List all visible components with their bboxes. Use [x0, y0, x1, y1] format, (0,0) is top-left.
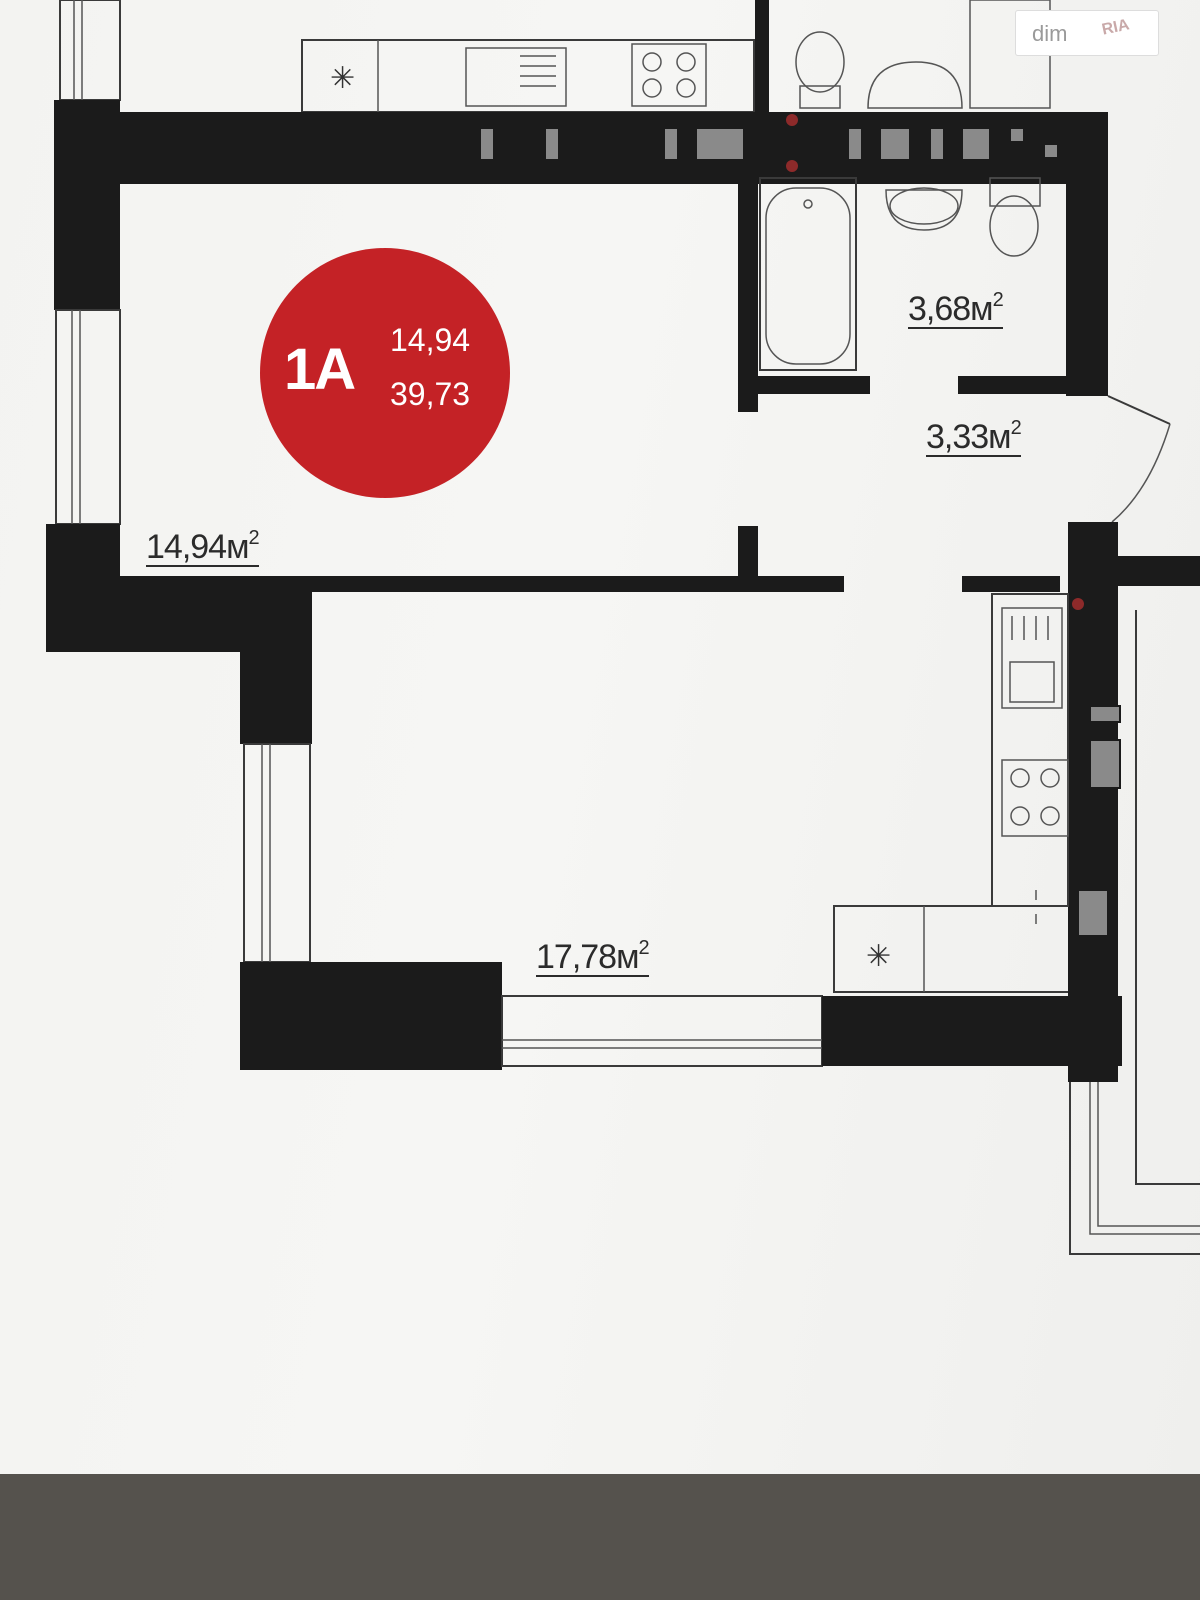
living-area-value: 14,94: [390, 322, 471, 358]
bathroom-area-label: 3,68м2: [908, 282, 1004, 329]
hallway-area-unit: 2: [1010, 417, 1022, 439]
kitchen-living-area-unit: 2: [638, 937, 649, 959]
hallway-area-text: 3,33м: [926, 418, 1012, 456]
hallway-area-label: 3,33м2: [926, 410, 1022, 457]
kitchen-unit: ✳: [833, 593, 1069, 993]
bedroom-area-unit: 2: [248, 527, 259, 549]
watermark-dim: dim: [1032, 21, 1068, 46]
apartment-badge: 1A 14,94 39,73: [260, 248, 510, 498]
bathroom-fixtures: [759, 177, 1041, 371]
svg-text:✳: ✳: [866, 939, 891, 974]
bathroom-area-text: 3,68м: [908, 290, 994, 328]
total-area-value: 39,73: [390, 376, 471, 412]
apartment-code: 1A: [284, 337, 356, 402]
kitchen-living-area-text: 17,78м: [536, 938, 639, 976]
bedroom-area-label: 14,94м2: [146, 520, 260, 567]
bathroom-area-unit: 2: [992, 289, 1004, 311]
svg-text:✳: ✳: [330, 61, 355, 96]
floor-plan-paper: [0, 0, 1200, 1474]
dim-ria-watermark: dim RIA: [1015, 10, 1159, 56]
bedroom-area-text: 14,94м: [146, 528, 249, 566]
upper-apartment: ✳: [59, 0, 1051, 113]
kitchen-living-area-label: 17,78м2: [536, 930, 650, 977]
watermark-ria: RIA: [1100, 16, 1131, 39]
